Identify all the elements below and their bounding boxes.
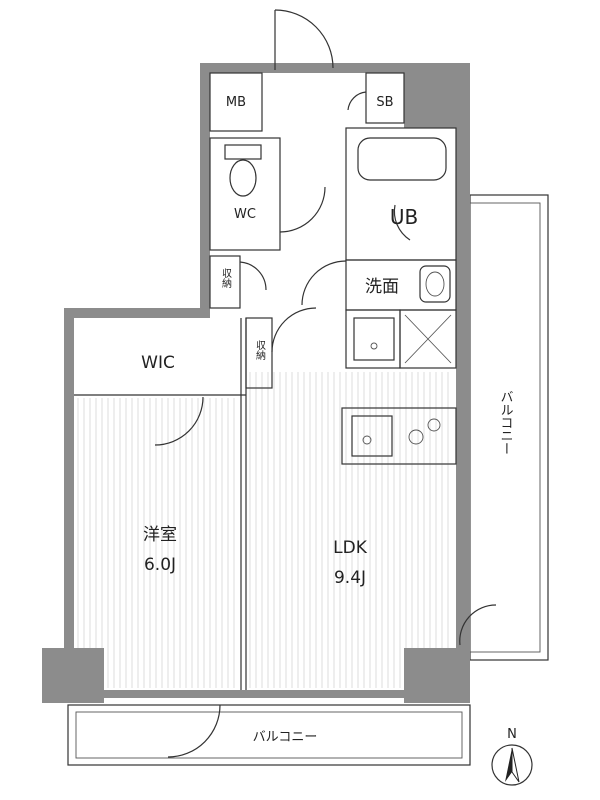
interior-walls	[74, 72, 457, 690]
room-label-yoshitsu-size: 6.0J	[144, 555, 176, 575]
room-label-wic: WIC	[141, 353, 175, 373]
balcony-label-bottom: バルコニー	[253, 730, 318, 745]
room-label-shuno-1: 収納	[220, 268, 232, 289]
washbasin-icon	[419, 265, 451, 303]
stove-burner-icon	[408, 429, 424, 445]
balcony-bottom-outline	[67, 704, 471, 766]
compass-icon	[491, 744, 533, 786]
bathtub-icon	[357, 137, 447, 181]
room-label-shuno-2: 収納	[254, 340, 266, 361]
room-label-wc: WC	[234, 207, 256, 222]
balcony-bottom-inner	[75, 711, 463, 759]
toilet-tank-icon	[224, 144, 262, 160]
exterior-walls	[42, 63, 470, 703]
room-label-ldk-size: 9.4J	[334, 568, 366, 588]
toilet-bowl-icon	[229, 159, 257, 197]
fixtures	[224, 137, 451, 457]
compass-north-label: N	[507, 727, 517, 742]
room-label-sb: SB	[376, 95, 393, 110]
room-label-yoshitsu-name: 洋室	[143, 525, 177, 545]
entrance-door	[274, 9, 334, 70]
floor-hatching	[77, 372, 449, 688]
shower-tray-icon	[353, 317, 395, 361]
room-label-ub: UB	[390, 205, 418, 229]
sink-icon	[351, 415, 393, 457]
room-label-ldk-name: LDK	[333, 538, 368, 558]
compass: N	[491, 727, 533, 786]
room-label-senmen: 洗面	[365, 277, 399, 297]
door-swings	[154, 91, 497, 758]
room-label-mb: MB	[226, 95, 246, 110]
balcony-label-right: バルコニー	[498, 390, 514, 455]
